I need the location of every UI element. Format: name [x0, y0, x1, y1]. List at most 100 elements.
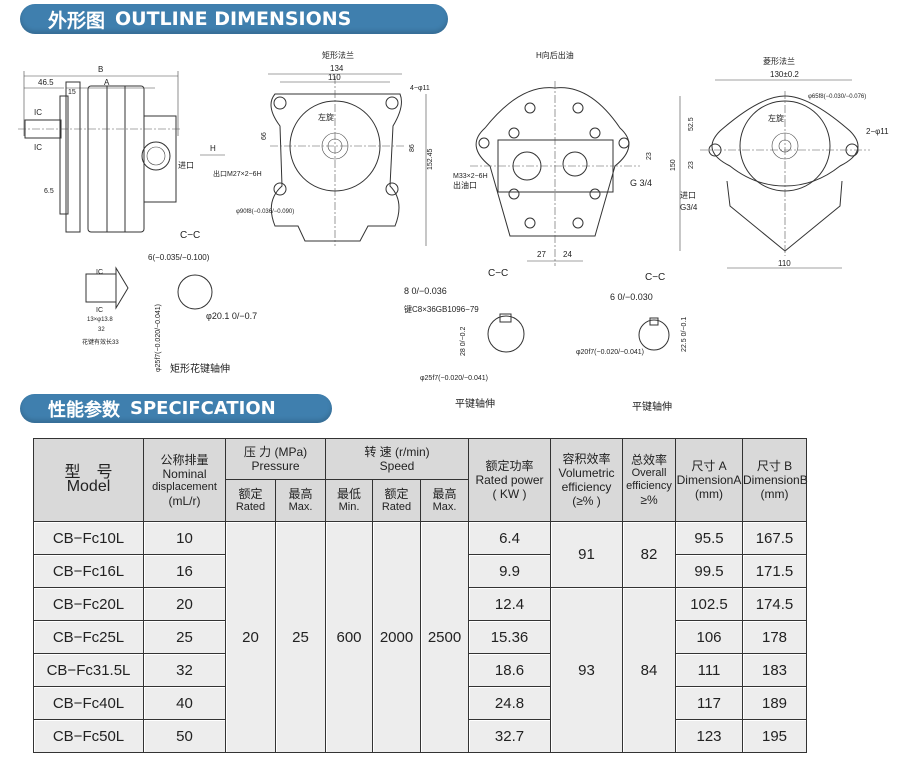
rect-flange-title: 矩形法兰 [322, 50, 354, 60]
dim-32: 32 [98, 327, 105, 333]
header-speed: 转 速 (r/min)Speed [325, 438, 469, 480]
header-text: Nominal [162, 466, 207, 481]
dim-15: 15 [68, 89, 76, 96]
header-text: DimensionB [743, 473, 808, 487]
cell-displacement: 40 [143, 686, 226, 720]
header-text: efficiency [561, 480, 612, 494]
dim-66: 66 [261, 132, 268, 140]
cell-rated-power: 24.8 [468, 686, 551, 720]
cell-dimension-a: 117 [675, 686, 743, 720]
header-text: 尺寸 A [691, 459, 727, 473]
cell-rated-power: 32.7 [468, 719, 551, 753]
key8-caption: 平键轴伸 [455, 397, 495, 410]
header-text: Rated power [475, 473, 544, 487]
cell-rated-power: 9.9 [468, 554, 551, 588]
spline-length-label: 花键有效长33 [82, 338, 119, 346]
rotation-label: 左旋 [318, 112, 334, 122]
header-text: ( KW ) [492, 487, 527, 501]
dim-B: B [98, 65, 103, 74]
header-text: displacement [152, 480, 217, 493]
phi25-dim: φ25f7(−0.020/−0.041) [155, 304, 162, 372]
cell-rated-power: 12.4 [468, 587, 551, 621]
rect-flange-drawing: 矩形法兰 134 110 左旋 4−φ11 66 86 152.45 出口M27… [213, 50, 434, 246]
header-text: (mL/r) [168, 493, 201, 508]
header-text: 容积效率 [562, 452, 611, 466]
cell-dimension-a: 106 [675, 620, 743, 654]
cell-displacement: 32 [143, 653, 226, 687]
cell-dimension-b: 178 [742, 620, 807, 654]
cell-model: CB−Fc25L [33, 620, 144, 654]
cell-dimension-b: 183 [742, 653, 807, 687]
key6-dim: 6 0/−0.030 [610, 292, 653, 302]
cell-dimension-a: 111 [675, 653, 743, 687]
header-text: Rated [381, 501, 412, 513]
cell-dimension-a: 123 [675, 719, 743, 753]
header-text: 型 号 [64, 464, 113, 481]
dim-A: A [104, 78, 110, 87]
header-text: Pressure [251, 459, 300, 473]
section-cc-label-3: C−C [645, 272, 665, 283]
side-view-drawing: B 46.5 A 15 IC IC 6.5 H 进口 [18, 65, 225, 233]
cell-dimension-a: 95.5 [675, 521, 743, 555]
outline-dimensions-banner: 外形图 OUTLINE DIMENSIONS [20, 4, 448, 34]
header-text: Overall [631, 467, 667, 479]
spline-caption: 矩形花键轴伸 [170, 362, 230, 375]
header-text: Max. [288, 501, 313, 513]
phi25f7-dim: φ25f7(−0.020/−0.041) [420, 375, 488, 382]
dim-23-diamond: 23 [688, 161, 695, 169]
g34-label: G 3/4 [630, 178, 652, 188]
outline-title-en: OUTLINE DIMENSIONS [115, 8, 352, 30]
key6-caption: 平键轴伸 [632, 400, 672, 413]
dim-86: 86 [409, 144, 416, 152]
cell-displacement: 10 [143, 521, 226, 555]
diamond-flange-drawing: 菱形法兰 130±0.2 φ65f8(−0.030/−0.076) 左旋 2−φ… [670, 56, 889, 269]
cell-dimension-b: 195 [742, 719, 807, 753]
header-text: 转 速 (r/min) [364, 445, 430, 459]
ic-label-spline-bottom: IC [96, 307, 103, 314]
holes-2-phi11: 2−φ11 [866, 127, 889, 136]
header-text: (≥% ) [572, 494, 601, 508]
header-text: Rated [235, 501, 266, 513]
cell-dimension-b: 171.5 [742, 554, 807, 588]
cell-rated-power: 6.4 [468, 521, 551, 555]
dim-110-diamond: 110 [778, 259, 791, 268]
cell-dimension-a: 99.5 [675, 554, 743, 588]
rear-outlet-title: H向后出油 [536, 50, 574, 60]
header-text: (mm) [760, 487, 789, 501]
header-text: 总效率 [630, 453, 667, 467]
outline-title-cn: 外形图 [48, 9, 106, 32]
cell-overall-efficiency: 84 [622, 587, 676, 753]
header-text: DimensionA [676, 473, 742, 487]
cell-dimension-b: 189 [742, 686, 807, 720]
cell-displacement: 50 [143, 719, 226, 753]
m33-label: M33×2−6H [453, 173, 488, 180]
rear-outlet-drawing: H向后出油 M33×2−6H 出油口 G 3/4 23 27 24 [453, 50, 653, 266]
phi90-label: φ90f8(−0.036/−0.090) [236, 209, 294, 215]
inlet-label-diamond: 进口 [680, 191, 696, 200]
section-cc-label-2: C−C [488, 268, 508, 279]
header-text: Volumetric [558, 466, 615, 480]
rotation-label-diamond: 左旋 [768, 113, 784, 123]
cell-pressure-rated: 20 [225, 521, 276, 753]
cell-dimension-a: 102.5 [675, 587, 743, 621]
header-text: 尺寸 B [756, 459, 793, 473]
cell-speed-rated: 2000 [372, 521, 421, 753]
header-text: ≥% [640, 493, 658, 507]
dim-23: 23 [646, 152, 653, 160]
dim-6-5: 6.5 [44, 188, 54, 195]
cell-volumetric-efficiency: 93 [550, 587, 623, 753]
diamond-flange-title: 菱形法兰 [763, 56, 795, 66]
spline-spec: 13×φ13.8 [87, 317, 113, 323]
dim-52-5: 52.5 [688, 117, 695, 131]
section-cc-label: C−C [180, 230, 200, 241]
cell-dimension-b: 174.5 [742, 587, 807, 621]
header-text: Speed [379, 459, 415, 473]
